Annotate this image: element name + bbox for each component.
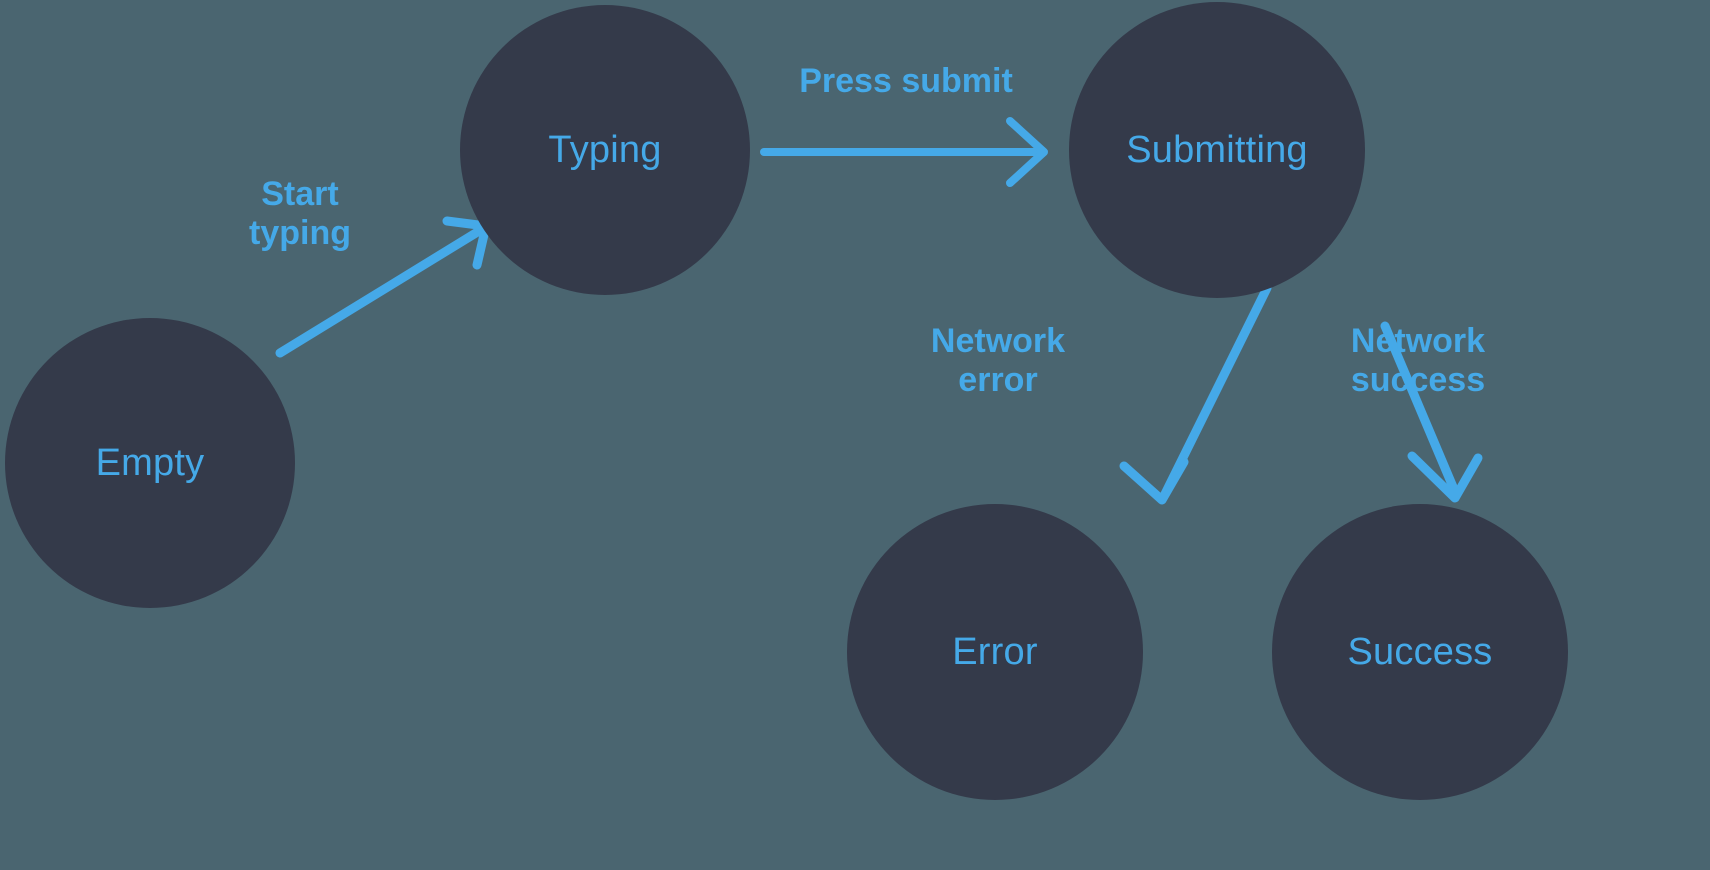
state-node-label: Error <box>952 631 1038 673</box>
state-node-success[interactable]: Success <box>1272 504 1568 800</box>
edge-label-network-error: Network error <box>930 322 1066 400</box>
state-node-label: Typing <box>548 129 662 171</box>
edge-label-start-typing: Start typing <box>249 175 351 253</box>
edge-label-network-success: Network success <box>1350 322 1486 400</box>
state-node-label: Success <box>1347 631 1493 673</box>
state-node-submitting[interactable]: Submitting <box>1069 2 1365 298</box>
edge-line <box>1380 321 1461 499</box>
arrowhead-icon <box>1119 457 1189 505</box>
state-node-error[interactable]: Error <box>847 504 1143 800</box>
state-node-label: Submitting <box>1126 129 1308 171</box>
edge-line <box>275 223 489 358</box>
state-node-typing[interactable]: Typing <box>460 5 750 295</box>
edge-label-press-submit: Press submit <box>799 62 1013 100</box>
state-node-empty[interactable]: Empty <box>5 318 295 608</box>
edge-submitting-to-success <box>1380 321 1483 503</box>
edge-submitting-to-error <box>1119 283 1272 505</box>
arrowhead-icon <box>1407 451 1483 503</box>
arrowhead-icon <box>1006 117 1048 187</box>
edge-typing-to-submitting <box>760 117 1048 187</box>
state-node-label: Empty <box>95 442 205 484</box>
